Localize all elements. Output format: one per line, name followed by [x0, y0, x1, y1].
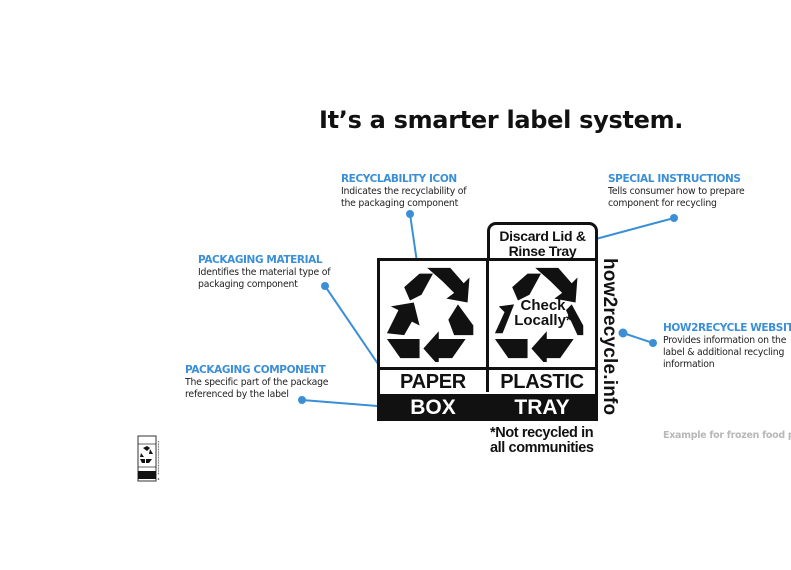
headline: It’s a smarter label system. — [319, 106, 684, 134]
recycle-icon — [386, 267, 474, 362]
callout-packaging-component: PACKAGING COMPONENT The specific part of… — [185, 364, 329, 401]
instruction-line: Discard Lid & — [499, 228, 586, 244]
callout-title: SPECIAL INSTRUCTIONS — [608, 173, 741, 185]
callout-desc: packaging component — [198, 279, 298, 290]
callout-recyclability-icon: RECYCLABILITY ICON Indicates the recycla… — [341, 173, 467, 210]
component-bar — [377, 394, 598, 421]
special-instructions-tab: Discard Lid & Rinse Tray — [487, 222, 598, 261]
callout-desc: Tells consumer how to prepare — [608, 186, 745, 197]
row-divider — [377, 367, 598, 370]
callout-title: PACKAGING COMPONENT — [185, 364, 326, 376]
example-caption: Example for frozen food pac — [663, 430, 791, 441]
callout-desc: the packaging component — [341, 198, 459, 209]
callout-packaging-material: PACKAGING MATERIAL Identifies the materi… — [198, 254, 331, 291]
callout-title: PACKAGING MATERIAL — [198, 254, 323, 266]
callout-desc: Indicates the recyclability of — [341, 186, 467, 197]
website-url: how2recycle.info — [599, 258, 620, 416]
footnote: *Not recycled in all communities — [490, 426, 594, 456]
callout-desc: information — [663, 359, 715, 370]
callout-special-instructions: SPECIAL INSTRUCTIONS Tells consumer how … — [608, 173, 745, 210]
callout-desc: Provides information on the — [663, 335, 787, 346]
check-locally-text: Check Locally* — [489, 298, 597, 328]
callout-desc: component for recycling — [608, 198, 717, 209]
instruction-line: Rinse Tray — [508, 243, 577, 259]
callout-how2recycle-website: HOW2RECYCLE WEBSITE Provides information… — [663, 322, 791, 371]
footnote-line: *Not recycled in — [490, 425, 594, 441]
recycle-icon-open — [494, 267, 584, 362]
component-tray: TRAY — [514, 396, 570, 419]
column-divider — [486, 258, 489, 392]
callout-desc: The specific part of the package — [185, 377, 329, 388]
check-locally-line: Locally* — [514, 312, 572, 329]
material-paper: PAPER — [400, 371, 466, 393]
callout-desc: referenced by the label — [185, 389, 289, 400]
material-plastic: PLASTIC — [500, 371, 584, 393]
mini-label-thumbnail — [137, 435, 160, 482]
callout-title: RECYCLABILITY ICON — [341, 173, 457, 185]
website-text: how2recycle.info — [599, 258, 622, 423]
callout-desc: Identifies the material type of — [198, 267, 331, 278]
footnote-line: all communities — [490, 440, 594, 456]
callout-title: HOW2RECYCLE WEBSITE — [663, 322, 791, 334]
component-box: BOX — [410, 396, 456, 419]
check-locally-line: Check — [520, 297, 566, 314]
callout-desc: label & additional recycling — [663, 347, 785, 358]
